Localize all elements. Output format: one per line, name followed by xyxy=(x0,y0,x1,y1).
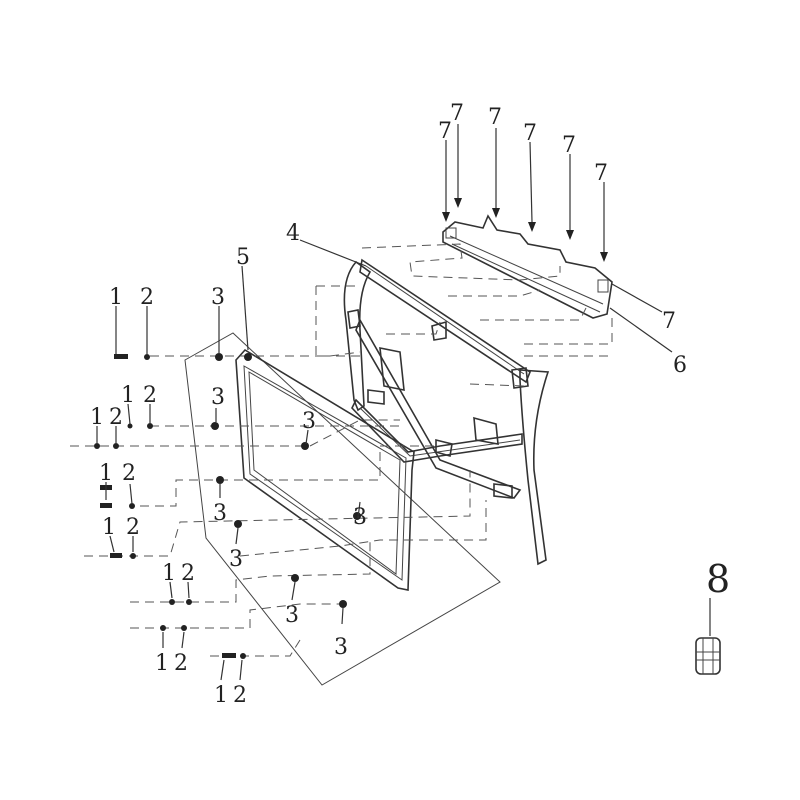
callout-2: 2 xyxy=(140,285,154,310)
fastener-dots xyxy=(94,353,361,659)
door-panel-part-5 xyxy=(184,332,501,686)
callout-2: 2 xyxy=(122,461,136,486)
callout-3: 3 xyxy=(353,505,367,530)
callout-3: 3 xyxy=(285,603,299,628)
callout-1: 1 xyxy=(90,405,104,430)
callout-7: 7 xyxy=(594,161,608,186)
callout-5: 5 xyxy=(236,245,250,270)
grommet-part-8 xyxy=(695,637,721,675)
callout-3: 3 xyxy=(334,635,348,660)
callout-7: 7 xyxy=(488,105,502,130)
callout-1: 1 xyxy=(102,515,116,540)
callout-2: 2 xyxy=(143,383,157,408)
callout-2: 2 xyxy=(181,561,195,586)
door-frame-part-4 xyxy=(343,258,550,566)
callout-6: 6 xyxy=(673,353,687,378)
callout-7: 7 xyxy=(438,119,452,144)
callout-labels: 1 2 3 5 4 1 2 3 1 2 3 1 2 3 1 2 3 3 1 2 … xyxy=(90,101,730,708)
callout-3: 3 xyxy=(211,285,225,310)
callout-2: 2 xyxy=(109,405,123,430)
callout-1: 1 xyxy=(155,651,169,676)
callout-3: 3 xyxy=(213,501,227,526)
callout-3: 3 xyxy=(302,409,316,434)
callout-2: 2 xyxy=(233,683,247,708)
callout-7: 7 xyxy=(562,133,576,158)
callout-1: 1 xyxy=(99,461,113,486)
part-7-arrowheads xyxy=(442,198,608,262)
callout-3: 3 xyxy=(211,385,225,410)
callout-3: 3 xyxy=(229,547,243,572)
callout-7: 7 xyxy=(523,121,537,146)
upper-bracket-part-6 xyxy=(442,214,613,319)
assembly-dashed-lines xyxy=(70,243,613,657)
callout-1: 1 xyxy=(214,683,228,708)
callout-2: 2 xyxy=(174,651,188,676)
callout-8: 8 xyxy=(706,557,730,601)
callout-4: 4 xyxy=(286,221,300,246)
callout-7: 7 xyxy=(662,309,676,334)
callout-1: 1 xyxy=(109,285,123,310)
callout-1: 1 xyxy=(121,383,135,408)
callout-7: 7 xyxy=(450,101,464,126)
callout-2: 2 xyxy=(126,515,140,540)
callout-1: 1 xyxy=(162,561,176,586)
leader-lines xyxy=(96,124,711,681)
